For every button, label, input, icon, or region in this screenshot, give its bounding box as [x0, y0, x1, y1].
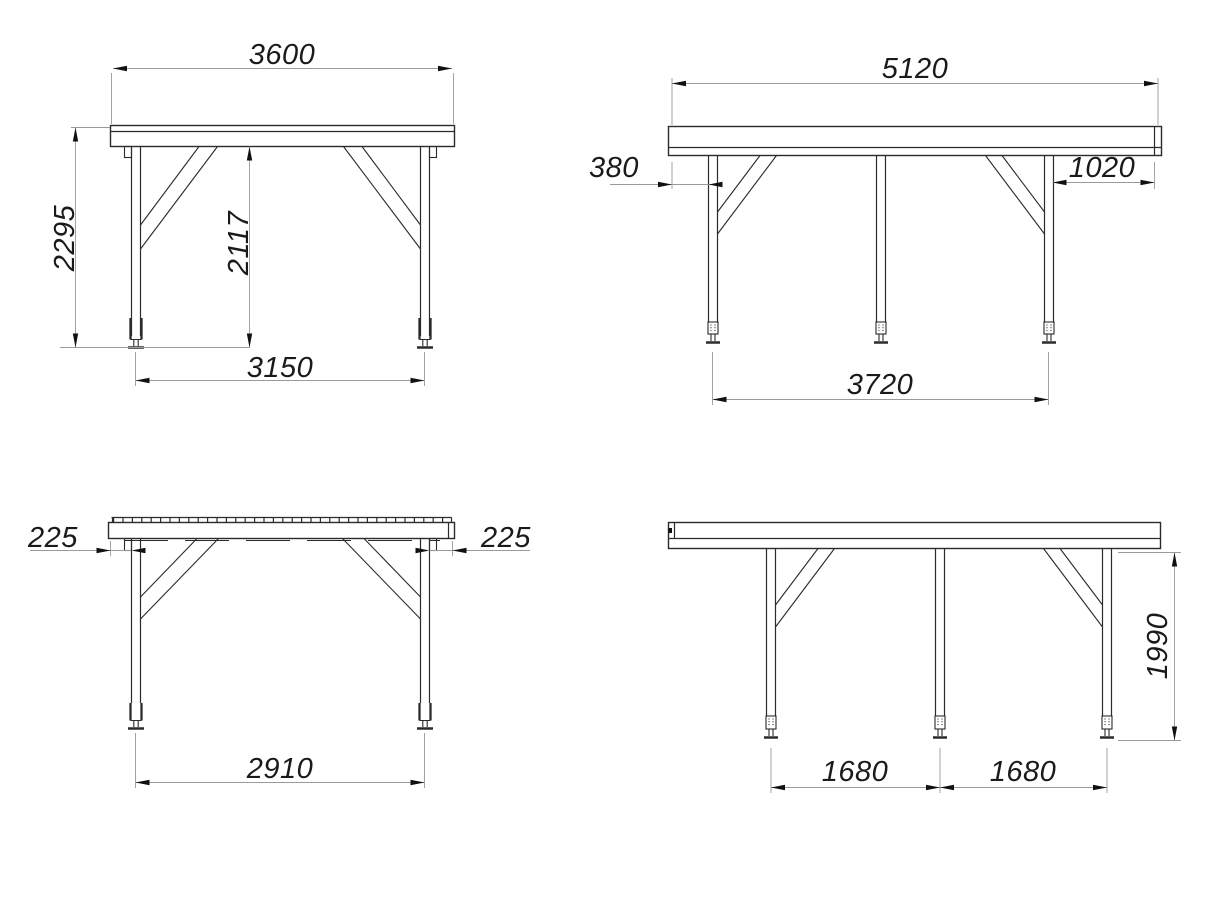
dim-label-front-offset: 380 — [589, 152, 639, 184]
arrowhead — [135, 779, 150, 786]
posts — [123, 537, 438, 703]
roof-beam — [667, 125, 1163, 157]
view-side-elevation-bays: 1990 1680 1680 — [667, 521, 1181, 793]
adjustable-feet — [764, 715, 1114, 739]
arrowhead — [410, 377, 425, 384]
post-bracket — [428, 145, 438, 159]
arrowhead — [438, 65, 452, 72]
dimension-lines: 5120 380 1020 3720 — [589, 53, 1159, 405]
roof-beam — [667, 521, 1162, 550]
arrowhead — [131, 547, 146, 554]
arrowhead — [926, 784, 940, 791]
roof-deck — [107, 516, 456, 541]
dim-label-overall-width: 3600 — [249, 39, 316, 71]
diagonal-braces — [140, 146, 421, 250]
arrowhead — [72, 333, 79, 348]
view-front-elevation-roof-detail: 225 225 2910 — [27, 516, 531, 788]
roof-beam — [109, 124, 456, 148]
arrowhead — [135, 377, 150, 384]
dim-label-bay-1: 1680 — [822, 756, 889, 788]
dim-label-overall-height: 2295 — [49, 204, 81, 272]
dim-label-post-spacing: 2910 — [246, 753, 314, 785]
arrowhead — [96, 547, 111, 554]
adjustable-feet — [128, 318, 433, 349]
arrowhead — [712, 396, 727, 403]
arrowhead — [1171, 552, 1178, 567]
arrowhead — [940, 784, 954, 791]
post-bracket — [123, 145, 133, 159]
arrowhead — [246, 333, 253, 348]
diagonal-braces — [140, 538, 421, 620]
arrowhead — [415, 547, 430, 554]
posts — [765, 548, 1113, 716]
dimension-lines: 1990 1680 1680 — [770, 552, 1181, 793]
arrowhead — [1034, 396, 1049, 403]
arrowhead — [452, 547, 467, 554]
dim-label-rear-overhang: 1020 — [1069, 152, 1136, 184]
arrowhead — [246, 146, 253, 161]
arrowhead — [658, 181, 672, 188]
arrowhead — [771, 784, 785, 791]
arrowhead — [1140, 179, 1155, 186]
arrowhead — [1093, 784, 1107, 791]
arrowhead — [1171, 726, 1178, 741]
dimension-lines: 3600 2295 2117 3150 — [49, 39, 454, 386]
dim-label-post-spacing: 3150 — [247, 352, 314, 384]
dim-label-right-overhang: 225 — [480, 522, 531, 554]
arrowhead — [72, 127, 79, 142]
view-side-elevation: 5120 380 1020 3720 — [589, 53, 1163, 405]
arrowhead — [410, 779, 425, 786]
beam-end-mark — [668, 528, 672, 533]
diagonal-braces — [775, 548, 1103, 628]
adjustable-feet — [128, 703, 433, 730]
arrowhead — [1144, 80, 1158, 87]
dim-label-clearance-height: 2117 — [223, 209, 255, 276]
dim-label-overall-length: 5120 — [882, 53, 949, 85]
dim-label-left-overhang: 225 — [27, 522, 78, 554]
diagonal-braces — [717, 155, 1045, 235]
arrowhead — [672, 80, 686, 87]
dim-label-post-spacing: 3720 — [847, 369, 914, 401]
arrowhead — [708, 181, 723, 188]
view-front-elevation: 3600 2295 2117 3150 — [49, 39, 456, 386]
dim-label-clearance-height: 1990 — [1142, 613, 1174, 680]
arrowhead — [1052, 179, 1067, 186]
posts — [707, 155, 1055, 322]
adjustable-feet — [706, 321, 1056, 344]
posts — [123, 145, 438, 336]
dimension-lines: 225 225 2910 — [27, 522, 531, 788]
dim-label-bay-2: 1680 — [990, 756, 1057, 788]
arrowhead — [113, 65, 127, 72]
